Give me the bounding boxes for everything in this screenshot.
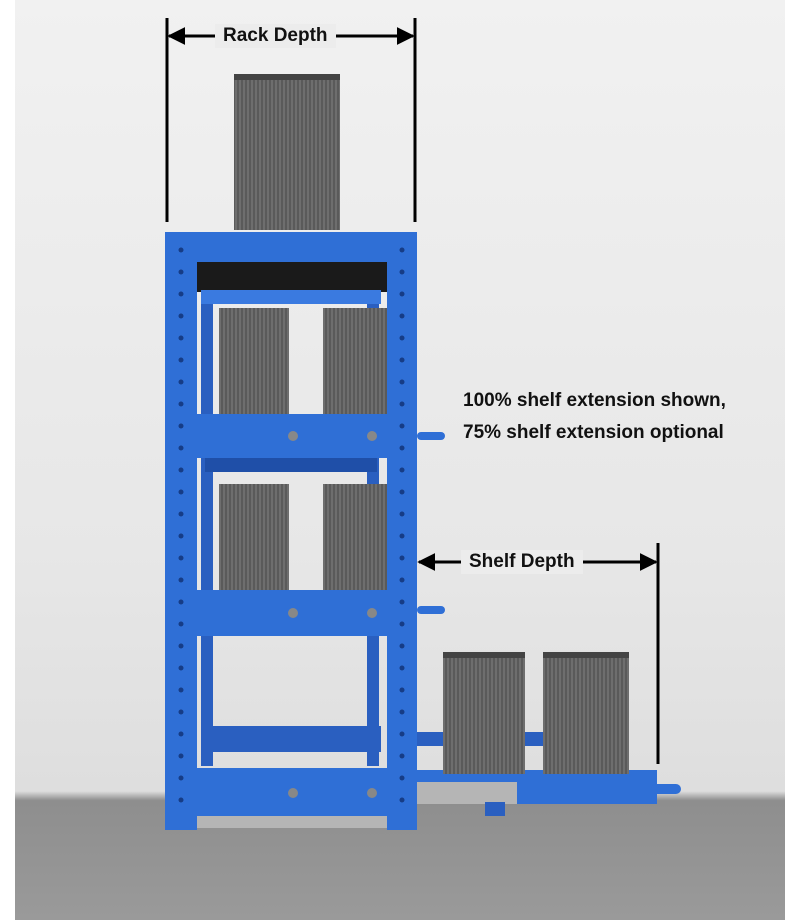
shelf-depth-label: Shelf Depth: [461, 550, 583, 574]
top-battery-module: [234, 74, 340, 230]
extension-note-line-2: 75% shelf extension optional: [463, 422, 724, 443]
extended-shelf: [417, 652, 681, 816]
product-diagram: Rack Depth Shelf Depth 100% shelf extens…: [15, 0, 785, 920]
rack-frame: [165, 232, 445, 830]
rack-illustration: [165, 18, 681, 830]
extension-note-line-1: 100% shelf extension shown,: [463, 390, 726, 411]
rack-depth-label: Rack Depth: [215, 24, 336, 48]
